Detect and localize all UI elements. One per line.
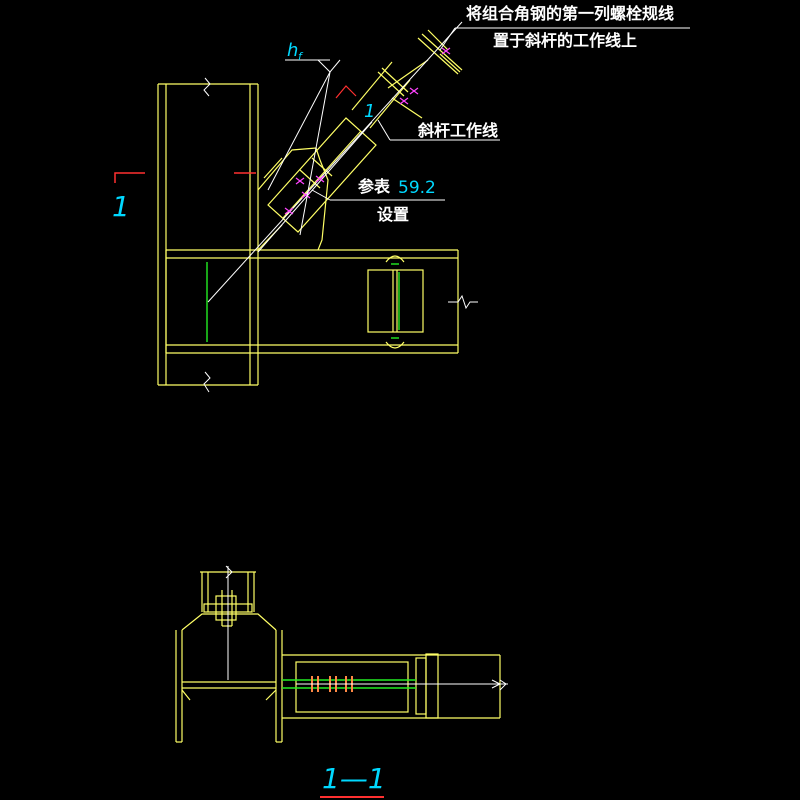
section-centerline <box>225 565 233 680</box>
ref-prefix: 参表 <box>358 177 391 196</box>
column-break-marks <box>203 77 211 393</box>
diagonal-brace <box>267 29 463 233</box>
ref-number: 59.2 <box>398 178 436 198</box>
ref-suffix: 设置 <box>377 205 409 224</box>
brace-work-line-label: 斜杆工作线 <box>417 121 498 140</box>
section-top-member <box>200 571 256 627</box>
welds <box>206 262 400 342</box>
angle-indicator <box>335 85 357 99</box>
annotations: 将组合角钢的第一列螺栓规线 置于斜杆的工作线上 斜杆工作线 参表 59.2 设置… <box>112 4 674 224</box>
beam <box>165 249 459 354</box>
bolt-line-note-1: 将组合角钢的第一列螺栓规线 <box>466 4 674 23</box>
section-title: 1—1 <box>322 762 386 795</box>
beam-break-mark <box>448 294 478 310</box>
section-column <box>175 613 283 743</box>
bolt-line-note-2: 置于斜杆的工作线上 <box>493 31 637 50</box>
section-brace <box>282 653 501 719</box>
brace-angle-mark: 1 <box>364 101 375 122</box>
weld-symbol-h: h <box>287 40 298 61</box>
leaders <box>267 27 690 236</box>
section-plate <box>282 679 416 689</box>
section-cut-number: 1 <box>112 190 130 223</box>
section-axis-line <box>296 679 508 691</box>
section-title-group: 1—1 <box>320 762 386 798</box>
column <box>157 83 259 386</box>
weld-symbol-subscript: f <box>298 50 304 63</box>
brace-work-line <box>207 21 463 303</box>
section-cut-mark <box>114 172 256 183</box>
bolt-marks <box>284 47 451 215</box>
